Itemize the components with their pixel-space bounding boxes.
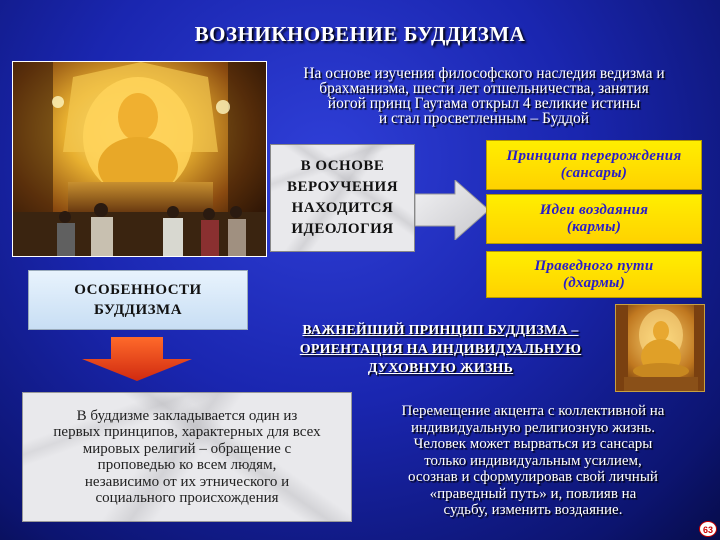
left-text-line: мировых религий – обращение с bbox=[82, 440, 292, 457]
principle-line: Идеи воздаяния bbox=[539, 202, 649, 218]
features-line: ОСОБЕННОСТИ bbox=[74, 282, 202, 298]
right-text-line: судьбу, изменить воздаяние. bbox=[443, 502, 623, 518]
basis-line: НАХОДИТСЯ bbox=[291, 200, 394, 216]
right-text-line: Перемещение акцента с коллективной на bbox=[401, 403, 665, 419]
left-text-line: В буддизме закладывается один из bbox=[76, 407, 298, 424]
left-text-line: первых принципов, характерных для всех bbox=[53, 424, 321, 440]
individual-life-text: Перемещение акцента с коллективной на ин… bbox=[365, 403, 701, 519]
main-principle-line: ОРИЕНТАЦИЯ НА ИНДИВИДУАЛЬНУЮ bbox=[299, 342, 582, 357]
intro-line: йогой принц Гаутама открыл 4 великие ист… bbox=[327, 95, 641, 112]
universal-principle-box: В буддизме закладывается один из первых … bbox=[22, 392, 352, 522]
right-text-line: «праведный путь» и, повлияв на bbox=[429, 485, 637, 502]
principle-line: Принципа перерождения bbox=[506, 148, 682, 164]
intro-line: и стал просветленным – Буддой bbox=[378, 110, 590, 127]
main-principle-line: ДУХОВНУЮ ЖИЗНЬ bbox=[367, 361, 514, 376]
intro-line: На основе изучения философского наследия… bbox=[303, 65, 665, 82]
basis-line: В ОСНОВЕ bbox=[300, 158, 385, 174]
features-line: БУДДИЗМА bbox=[93, 302, 183, 318]
slide-title: ВОЗНИКНОВЕНИЕ БУДДИЗМА bbox=[194, 22, 526, 46]
left-text-line: независимо от их этнического и bbox=[84, 473, 290, 490]
principle-line: (кармы) bbox=[566, 219, 622, 235]
intro-line: брахманизма, шести лет отшельничества, з… bbox=[319, 80, 649, 97]
buddha-photo bbox=[615, 304, 705, 392]
down-arrow-icon bbox=[82, 337, 192, 381]
right-text-line: только индивидуальным усилием, bbox=[424, 452, 642, 469]
basis-line: ВЕРОУЧЕНИЯ bbox=[286, 179, 399, 195]
principle-karma: Идеи воздаяния (кармы) bbox=[486, 194, 702, 244]
principle-line: (сансары) bbox=[560, 165, 628, 181]
right-arrow-icon bbox=[414, 178, 490, 242]
main-principle-line: ВАЖНЕЙШИЙ ПРИНЦИП БУДДИЗМА – bbox=[302, 323, 579, 338]
main-principle-text: ВАЖНЕЙШИЙ ПРИНЦИП БУДДИЗМА – ОРИЕНТАЦИЯ … bbox=[268, 321, 613, 378]
features-box: ОСОБЕННОСТИ БУДДИЗМА bbox=[28, 270, 248, 330]
principle-line: (дхармы) bbox=[562, 274, 626, 291]
right-text-line: Человек может вырваться из сансары bbox=[413, 436, 653, 452]
basis-line: ИДЕОЛОГИЯ bbox=[291, 221, 394, 237]
left-text-line: проповедью ко всем людям, bbox=[97, 457, 277, 473]
principle-dharma: Праведного пути (дхармы) bbox=[486, 251, 702, 298]
right-text-line: осознав и сформулировав свой личный bbox=[408, 469, 658, 485]
intro-text: На основе изучения философского наследия… bbox=[268, 65, 700, 127]
basis-box: В ОСНОВЕ ВЕРОУЧЕНИЯ НАХОДИТСЯ ИДЕОЛОГИЯ bbox=[270, 144, 415, 252]
right-text-line: индивидуальную религиозную жизнь. bbox=[410, 419, 656, 436]
principle-samsara: Принципа перерождения (сансары) bbox=[486, 140, 702, 190]
temple-photo bbox=[12, 61, 267, 257]
principle-line: Праведного пути bbox=[534, 257, 654, 274]
page-number: 63 bbox=[699, 521, 717, 537]
left-text-line: социального происхождения bbox=[95, 490, 279, 506]
